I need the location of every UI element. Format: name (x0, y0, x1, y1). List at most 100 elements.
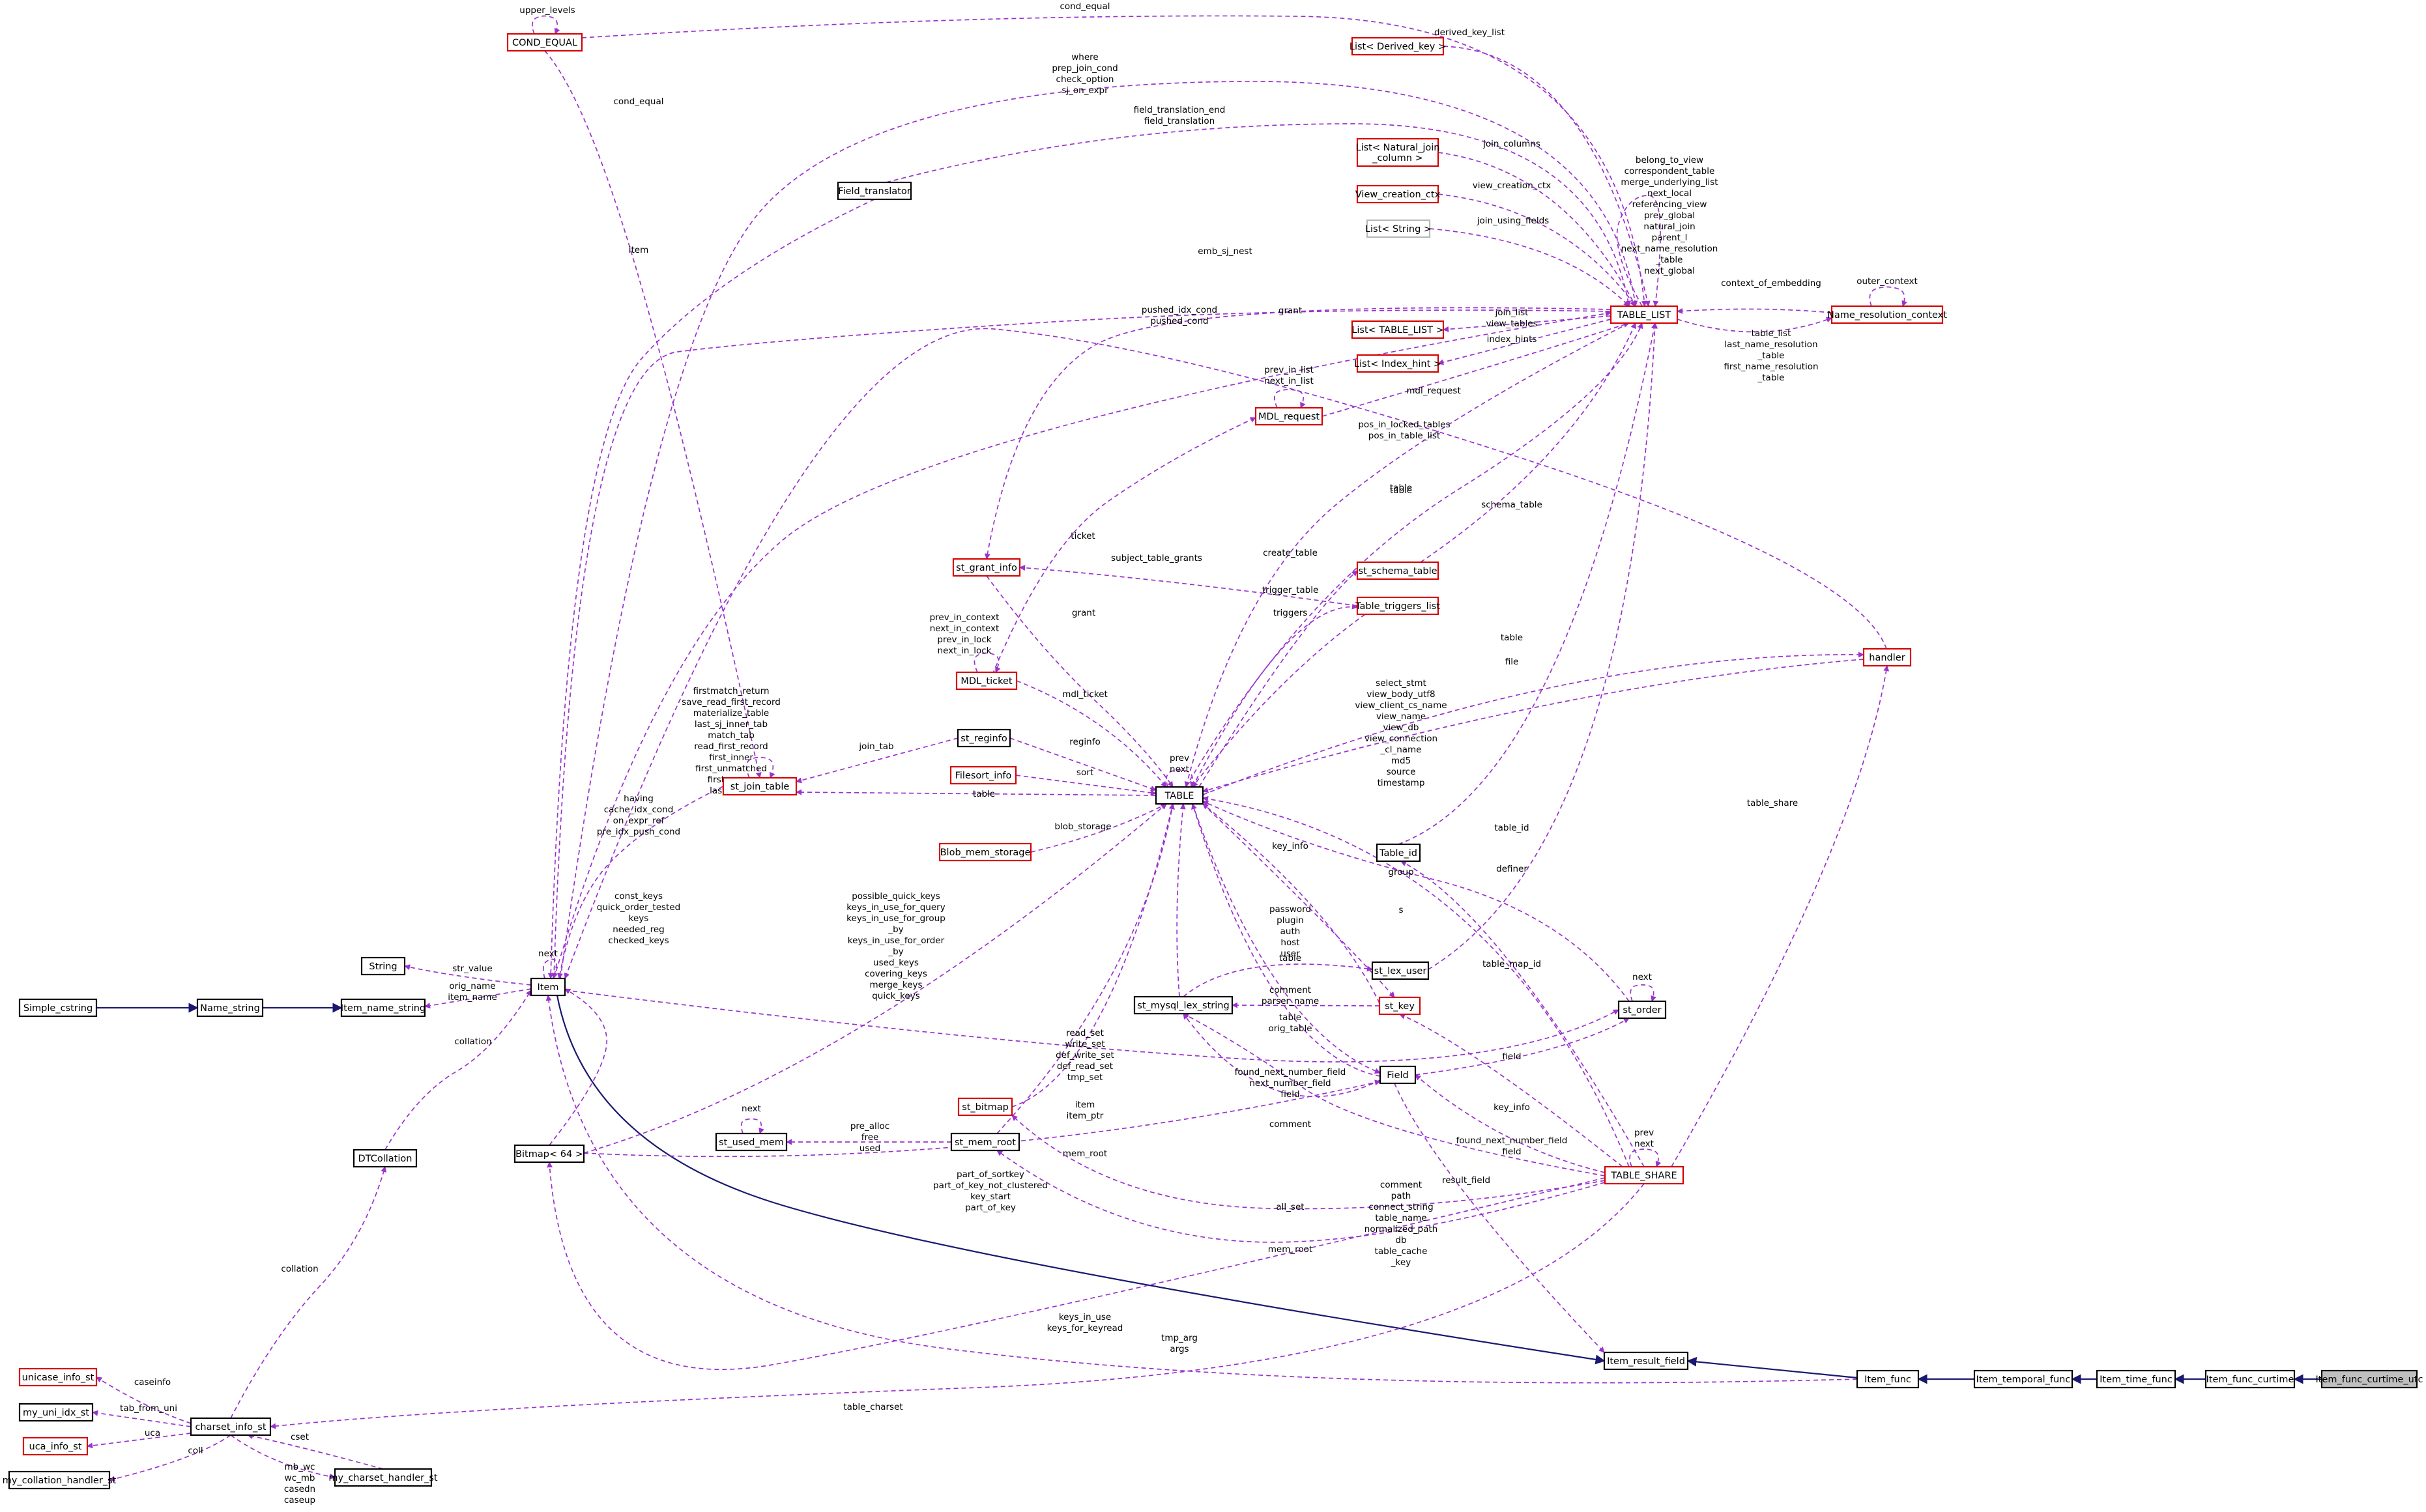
edge-label-line: uca (145, 1428, 160, 1438)
node-st-reginfo[interactable]: st_reginfo (957, 728, 1011, 748)
node-box (1254, 407, 1323, 426)
edge-line (230, 1434, 336, 1479)
edge-label-line: create_table (1263, 548, 1318, 558)
edge-st-mysql-lex-string-to-table-share (1183, 1013, 1606, 1177)
node-table-list[interactable]: TABLE_LIST (1610, 305, 1679, 324)
node-box (8, 1470, 111, 1490)
edge-label-line: mem_root (1268, 1244, 1312, 1255)
node-uca-info-st[interactable]: uca_info_st (22, 1436, 89, 1456)
edge-label-line: derived_key_list (1434, 27, 1505, 38)
node-st-grant-info[interactable]: st_grant_info (952, 558, 1021, 577)
edge-label: table_map_id (1482, 959, 1541, 969)
node-handler[interactable]: handler (1862, 648, 1912, 667)
node-st-mem-root[interactable]: st_mem_root (950, 1132, 1020, 1152)
node-list-string[interactable]: List< String > (1365, 219, 1432, 238)
edge-line (1183, 1013, 1381, 1098)
edge-label: next (538, 949, 558, 959)
node-st-join-table[interactable]: st_join_table (722, 777, 798, 796)
node-string[interactable]: String (360, 956, 406, 976)
node-view-creation-ctx[interactable]: View_creation_ctx (1355, 184, 1441, 204)
edge-line (1677, 317, 1832, 333)
edge-label-line: prev_global (1644, 210, 1695, 221)
node-field-translator[interactable]: Field_translator (837, 181, 912, 201)
edge-line (583, 1079, 1381, 1158)
edge-line (583, 803, 1167, 1154)
edge-label-line: table_cache (1375, 1246, 1428, 1257)
node-st-used-mem[interactable]: st_used_mem (715, 1132, 788, 1152)
edge-label-line: caseinfo (134, 1377, 171, 1388)
edge-label-line: prev (1170, 753, 1189, 763)
node-table-share[interactable]: TABLE_SHARE (1604, 1165, 1684, 1185)
node-item-func-curtime[interactable]: Item_func_curtime (2204, 1369, 2296, 1389)
node-mdl-request[interactable]: MDL_request (1254, 407, 1323, 426)
edge-label-line: keys_in_use (1059, 1312, 1111, 1322)
edge-label-line: join_list (1495, 307, 1529, 318)
edge-field-to-table (1191, 803, 1381, 1077)
node-label-line: _column > (1372, 153, 1422, 164)
node-box (1376, 843, 1421, 863)
node-blob-mem-storage[interactable]: Blob_mem_storage (938, 842, 1032, 862)
node-st-lex-user[interactable]: st_lex_user (1371, 961, 1430, 980)
node-charset-info-st[interactable]: charset_info_st (190, 1417, 272, 1436)
node-simple-cstring[interactable]: Simple_cstring (18, 998, 98, 1018)
node-label: Item_time_func (2100, 1375, 2173, 1385)
node-item-func[interactable]: Item_func (1856, 1369, 1920, 1389)
edge-table-to-st-key (1202, 803, 1395, 998)
node-label: handler (1869, 653, 1905, 663)
node-list-natural-join[interactable]: List< Natural_join_column > (1356, 137, 1440, 167)
node-box (1973, 1369, 2073, 1389)
node-st-order[interactable]: st_order (1617, 1000, 1667, 1020)
edge-my-collation-handler-st-to-charset-info-st (109, 1434, 231, 1482)
edge-label-line: outer_context (1856, 276, 1918, 287)
node-item-name-string[interactable]: Item_name_string (341, 998, 426, 1018)
edge-label-line: save_read_first_record (682, 697, 781, 707)
node-name-string[interactable]: Name_string (196, 998, 264, 1018)
node-list-table-list[interactable]: List< TABLE_LIST > (1351, 320, 1445, 339)
edge-label-line: used_keys (873, 958, 919, 968)
node-table[interactable]: TABLE (1155, 786, 1204, 805)
edge-label-line: next (1632, 972, 1652, 982)
edge-line (109, 1434, 231, 1482)
node-st-key[interactable]: st_key (1378, 996, 1421, 1016)
edge-label-line: emb_sj_nest (1198, 246, 1252, 257)
node-filesort-info[interactable]: Filesort_info (949, 765, 1017, 785)
edge-label-line: table_id (1494, 823, 1529, 833)
edge-label-line: field_translation (1144, 116, 1215, 126)
edge-st-mysql-lex-string-to-table (1176, 803, 1186, 997)
node-item-temporal-func[interactable]: Item_temporal_func (1973, 1369, 2073, 1389)
node-st-schema-table[interactable]: st_schema_table (1356, 561, 1439, 580)
edge-line (556, 995, 1606, 1365)
node-table-id[interactable]: Table_id (1376, 843, 1421, 863)
edge-label-line: join_using_fields (1477, 216, 1549, 226)
node-dtcollation[interactable]: DTCollation (353, 1148, 418, 1168)
node-my-collation-handler-st[interactable]: my_collation_handler_st (3, 1470, 117, 1490)
node-box (715, 1132, 788, 1152)
node-my-uni-idx-st[interactable]: my_uni_idx_st (18, 1403, 94, 1422)
edge-label: cond_equal (1060, 1, 1110, 12)
node-st-bitmap[interactable]: st_bitmap (957, 1097, 1013, 1117)
node-field[interactable]: Field (1379, 1065, 1417, 1085)
edge-label-line: keys_in_use_for_group (846, 913, 946, 924)
node-st-mysql-lex-string[interactable]: st_mysql_lex_string (1133, 995, 1234, 1015)
node-table-triggers-list[interactable]: Table_triggers_list (1355, 596, 1440, 616)
edge-label: table (1501, 633, 1523, 643)
node-unicase-info-st[interactable]: unicase_info_st (18, 1367, 98, 1387)
node-my-charset-handler-st[interactable]: my_charset_handler_st (328, 1468, 438, 1487)
node-item-result-field[interactable]: Item_result_field (1603, 1351, 1689, 1371)
node-item[interactable]: Item (530, 977, 566, 997)
node-bitmap64[interactable]: Bitmap< 64 > (513, 1144, 585, 1163)
node-item-time-func[interactable]: Item_time_func (2096, 1369, 2176, 1389)
node-list-index-hint[interactable]: List< Index_hint > (1354, 354, 1441, 373)
edge-label-line: table (1390, 485, 1412, 496)
edge-label-line: _cl_name (1380, 745, 1422, 755)
edge-label-line: key_info (1272, 841, 1308, 851)
node-list-derived-key[interactable]: List< Derived_key > (1350, 36, 1446, 56)
node-cond-equal[interactable]: COND_EQUAL (506, 33, 583, 52)
node-label: Item_func (1864, 1375, 1911, 1385)
node-name-resolution-context[interactable]: Name_resolution_context (1827, 305, 1947, 324)
node-label: Name_resolution_context (1827, 310, 1947, 321)
edge-label-line: _table (1656, 255, 1683, 265)
edge-label-line: merge_keys (869, 980, 922, 990)
node-mdl-ticket[interactable]: MDL_ticket (955, 671, 1018, 691)
